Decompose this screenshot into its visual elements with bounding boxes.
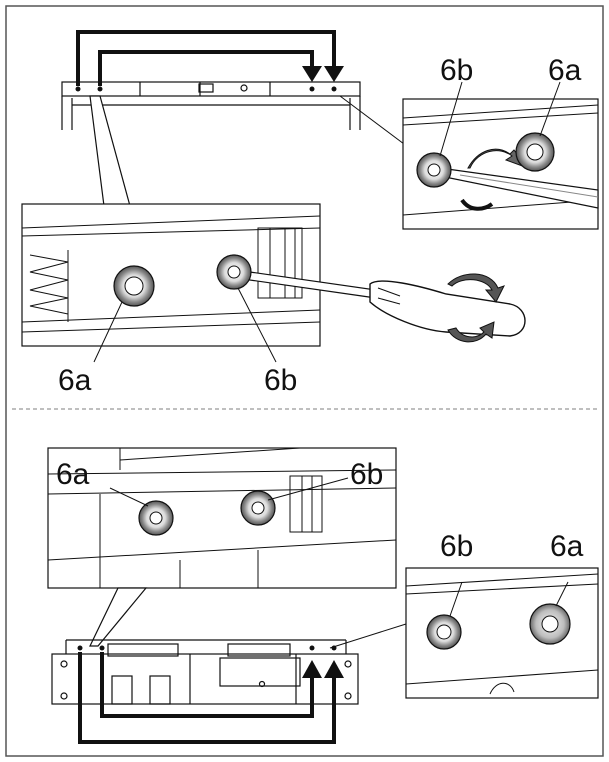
strip-screws-top [75,86,337,92]
label-6b-left-top: 6b [264,364,297,397]
move-arrows-bottom [78,652,336,744]
callout-wedge-left-top [89,95,131,207]
top-appliance-edge [61,81,361,130]
callout-wedge-left-bottom [89,587,148,647]
callout-line-right-top [339,95,413,151]
label-6a-right-bottom: 6a [550,530,584,563]
outer-frame [5,5,604,757]
callout-line-right-bottom [329,623,407,649]
top-panel: 6b 6a [21,30,599,397]
label-6b-right-bottom: 6b [440,530,473,563]
label-6a-right-top: 6a [548,54,582,87]
arrow-head-inner-bottom [302,660,322,678]
arrow-head-outer-top [324,66,344,82]
label-6a-left-top: 6a [58,364,92,397]
label-6b-left-bottom: 6b [350,458,383,491]
move-arrows-top [76,30,336,86]
strip-screws-bottom [77,645,337,651]
inset-right-bottom: 6b 6a [405,530,599,699]
inset-left-top: 6a 6b [21,203,526,397]
label-6a-left-bottom: 6a [56,458,90,491]
label-6b-right-top: 6b [440,54,473,87]
inset-right-top: 6b 6a [402,54,599,230]
inset-left-bottom: 6a 6b [47,447,397,589]
arrow-head-outer-bottom [324,660,344,678]
bottom-panel: 6a 6b 6b 6a [47,447,599,744]
arrow-head-inner-top [302,66,322,82]
